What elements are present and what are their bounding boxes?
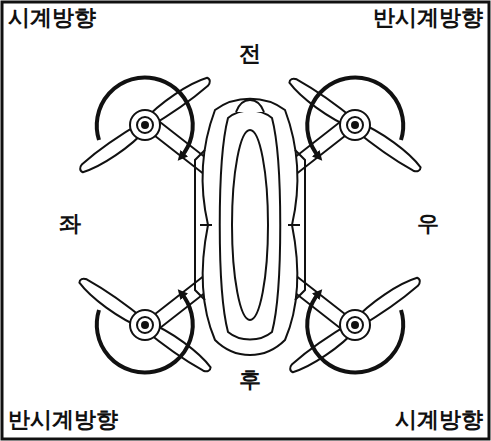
side-label: 후 [239, 368, 261, 392]
direction-label: 반시계방향 [373, 6, 483, 30]
direction-label: 반시계방향 [8, 408, 118, 432]
clockwise-arrow [97, 78, 193, 157]
direction-label: 시계방향 [8, 6, 96, 30]
side-label: 좌 [59, 212, 81, 236]
counterclockwise-arrow [307, 78, 403, 157]
clockwise-arrow [307, 293, 403, 372]
side-label: 전 [239, 42, 261, 66]
counterclockwise-arrow [97, 293, 193, 372]
side-label: 우 [417, 212, 439, 236]
direction-label: 시계방향 [395, 408, 483, 432]
